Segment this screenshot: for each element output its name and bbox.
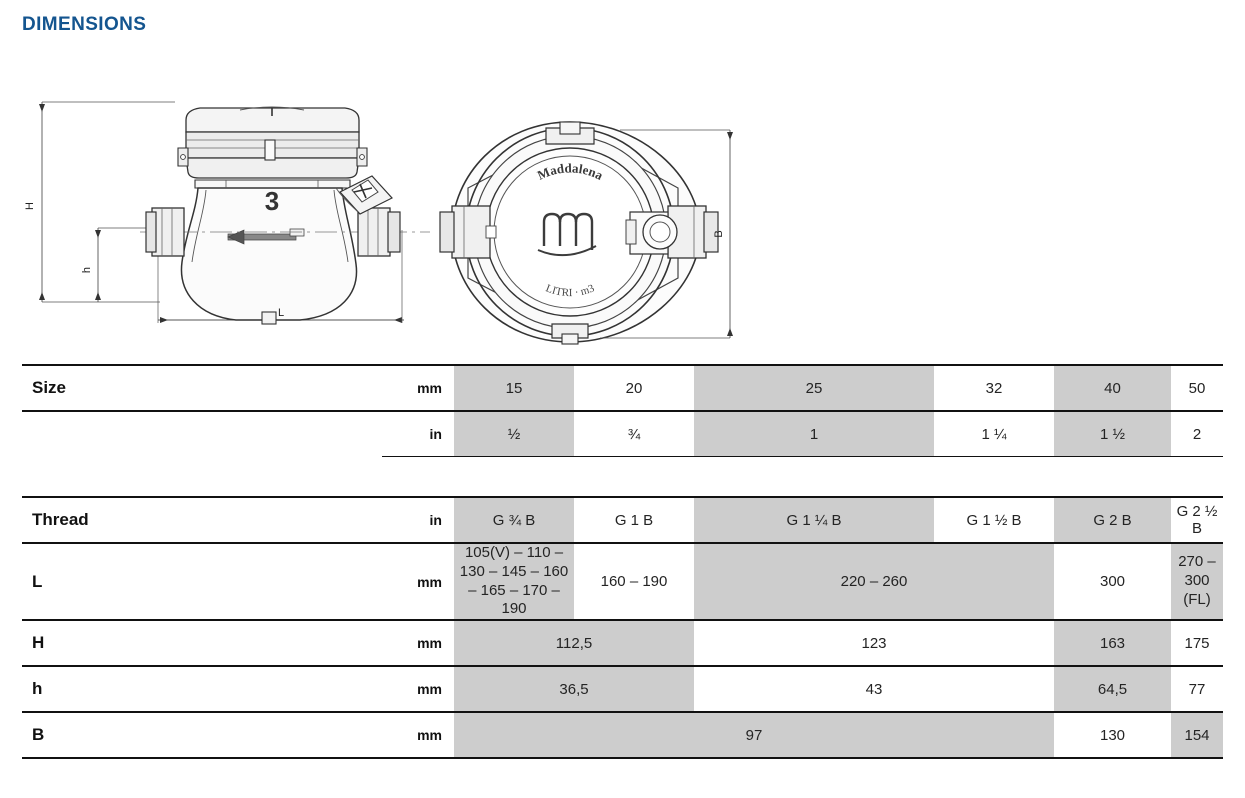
body-marking-text: 3 <box>265 186 279 216</box>
table-row: h mm 36,5 43 64,5 77 <box>22 666 1223 713</box>
flow-arrow-icon <box>227 228 305 245</box>
row-unit: mm <box>382 666 454 713</box>
cell-B-40: 130 <box>1054 712 1171 759</box>
cell-thread-15: G ¾ B <box>454 496 574 544</box>
cell-h-25-32: 43 <box>694 666 1054 713</box>
cell-B-15-32: 97 <box>454 712 1054 759</box>
row-label: H <box>22 620 382 667</box>
front-view-group: Maddalena LITRI · m3 <box>439 121 733 345</box>
row-unit: mm <box>382 620 454 667</box>
cell-thread-20: G 1 B <box>574 496 694 544</box>
size-table: Size mm 15 20 25 32 40 50 in ½ ¾ 1 1 ¼ 1… <box>22 364 1223 457</box>
cell-in-20: ¾ <box>574 411 694 457</box>
cell-L-40: 300 <box>1054 543 1171 621</box>
cell-size-40: 40 <box>1054 364 1171 412</box>
cell-H-50: 175 <box>1171 620 1223 667</box>
row-unit: in <box>382 411 454 457</box>
row-unit: mm <box>382 712 454 759</box>
table-row: B mm 97 130 154 <box>22 712 1223 759</box>
table-row: Size mm 15 20 25 32 40 50 <box>22 364 1223 412</box>
cell-in-25: 1 <box>694 411 934 457</box>
cell-size-32: 32 <box>934 364 1054 412</box>
row-label <box>22 411 382 457</box>
table-row: in ½ ¾ 1 1 ¼ 1 ½ 2 <box>22 411 1223 457</box>
cell-h-40: 64,5 <box>1054 666 1171 713</box>
seal-boss <box>335 175 393 215</box>
cell-thread-25: G 1 ¼ B <box>694 496 934 544</box>
dimensions-table: Thread in G ¾ B G 1 B G 1 ¼ B G 1 ½ B G … <box>22 496 1223 759</box>
brand-text: Maddalena <box>535 160 606 183</box>
cell-L-20: 160 – 190 <box>574 543 694 621</box>
cell-size-15: 15 <box>454 364 574 412</box>
row-label: Thread <box>22 496 382 544</box>
row-label: L <box>22 543 382 621</box>
cell-in-32: 1 ¼ <box>934 411 1054 457</box>
cell-in-15: ½ <box>454 411 574 457</box>
cell-B-50: 154 <box>1171 712 1223 759</box>
cell-h-15-20: 36,5 <box>454 666 694 713</box>
brand-subtext: LITRI · m3 <box>544 282 597 299</box>
row-unit: in <box>382 496 454 544</box>
table-row: L mm 105(V) – 110 – 130 – 145 – 160 – 16… <box>22 543 1223 621</box>
cell-L-50: 270 – 300 (FL) <box>1171 543 1223 621</box>
row-unit: mm <box>382 543 454 621</box>
cell-thread-50: G 2 ½ B <box>1171 496 1223 544</box>
cell-H-40: 163 <box>1054 620 1171 667</box>
cell-H-15-20: 112,5 <box>454 620 694 667</box>
row-unit: mm <box>382 364 454 412</box>
row-label: Size <box>22 364 382 412</box>
cell-size-20: 20 <box>574 364 694 412</box>
cell-L-25-32: 220 – 260 <box>694 543 1054 621</box>
dim-label-L: L <box>278 307 284 319</box>
dim-label-B: B <box>713 230 725 237</box>
page-title: DIMENSIONS <box>22 14 147 35</box>
table-row: Thread in G ¾ B G 1 B G 1 ¼ B G 1 ½ B G … <box>22 496 1223 544</box>
cell-L-15: 105(V) – 110 – 130 – 145 – 160 – 165 – 1… <box>454 543 574 621</box>
table-row: H mm 112,5 123 163 175 <box>22 620 1223 667</box>
cell-h-50: 77 <box>1171 666 1223 713</box>
brand-monogram-icon <box>537 212 597 257</box>
row-label: h <box>22 666 382 713</box>
row-label: B <box>22 712 382 759</box>
cell-thread-40: G 2 B <box>1054 496 1171 544</box>
cell-thread-32: G 1 ½ B <box>934 496 1054 544</box>
cell-in-50: 2 <box>1171 411 1223 457</box>
side-view-group: 3 <box>24 101 430 325</box>
dim-label-h: h <box>81 267 93 273</box>
cell-size-50: 50 <box>1171 364 1223 412</box>
cell-size-25: 25 <box>694 364 934 412</box>
dim-label-H: H <box>24 202 36 210</box>
technical-drawing: 3 <box>0 80 1245 352</box>
cell-H-25-32: 123 <box>694 620 1054 667</box>
cell-in-40: 1 ½ <box>1054 411 1171 457</box>
